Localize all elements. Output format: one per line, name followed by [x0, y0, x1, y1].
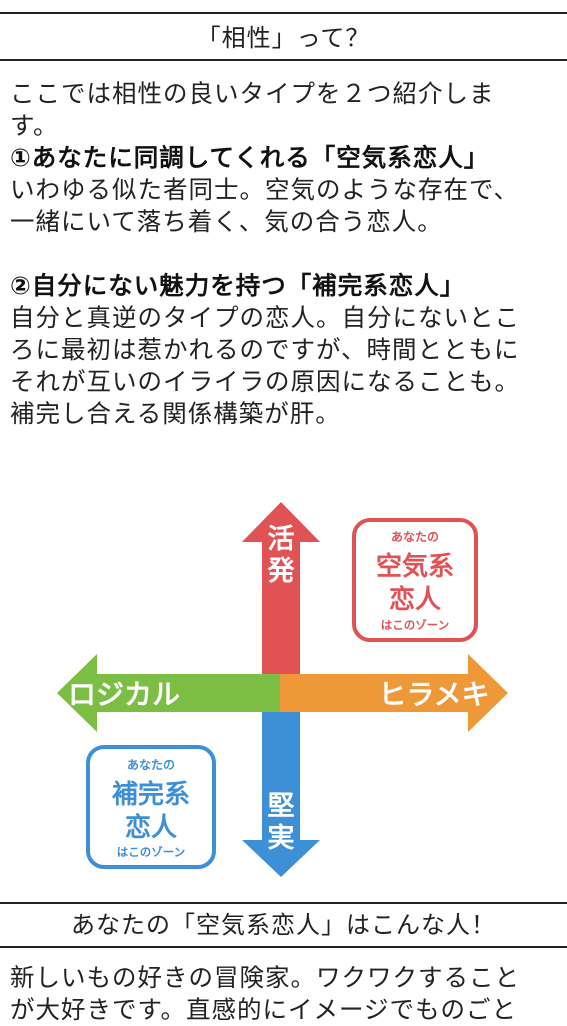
type2-line: 自分と真逆のタイプの恋人。自分にないとこ: [10, 303, 520, 332]
air-zone-tail: はこのゾーン: [381, 618, 449, 632]
intro-line-1: ここでは相性の良いタイプを２つ紹介しま: [10, 79, 495, 108]
air-type-zone: あなたの 空気系 恋人 はこのゾーン: [352, 518, 478, 642]
complement-zone-tail: はこのゾーン: [117, 845, 185, 859]
section2-bottom-rule: [0, 946, 567, 948]
type1-line: いわゆる似た者同士。空気のような存在で、: [10, 175, 520, 204]
top-rule: [0, 12, 567, 14]
section-title: 「相性」って？: [196, 24, 371, 52]
section2-top-rule: [0, 902, 567, 904]
air-zone-big2: 恋人: [389, 584, 441, 615]
left-label: ロジカル: [68, 678, 180, 711]
intro-line-2: す。: [10, 111, 59, 140]
complement-zone-big1: 補完系: [111, 779, 190, 810]
up-label-2: 発: [267, 556, 296, 587]
air-zone-big1: 空気系: [376, 551, 454, 582]
down-label-1: 堅: [268, 791, 295, 822]
up-arrow: [242, 502, 320, 685]
right-label: ヒラメキ: [378, 678, 489, 711]
complement-type-zone-box: [86, 745, 216, 869]
type1-heading: ①あなたに同調してくれる「空気系恋人」: [10, 143, 490, 172]
type2-heading: ②自分にない魅力を持つ「補完系恋人」: [10, 271, 466, 300]
down-arrow: [242, 685, 320, 877]
type2-line: 補完し合える関係構築が肝。: [10, 399, 341, 428]
down-label-2: 実: [268, 822, 295, 854]
type2-line: ろに最初は惹かれるのですが、時間とともに: [10, 335, 520, 364]
type1-line: 一緒にいて落ち着く、気の合う恋人。: [10, 207, 443, 236]
section-title-rule: [0, 59, 567, 61]
compatibility-quadrant-diagram: 活 発 堅 実 ロジカル ヒラメキ あなたの 空気系 恋人 はこのゾーン あなた…: [57, 502, 508, 877]
up-label-1: 活: [268, 524, 295, 555]
outro-line-2: が大好きです。直感的にイメージでものごと: [10, 995, 518, 1024]
outro-line-1: 新しいもの好きの冒険家。ワクワクすること: [10, 963, 520, 992]
air-type-description: 新しいもの好きの冒険家。ワクワクすること が大好きです。直感的にイメージでものご…: [10, 962, 560, 1026]
complement-type-zone: あなたの 補完系 恋人 はこのゾーン: [86, 745, 216, 869]
complement-zone-small: あなたの: [127, 758, 175, 772]
type2-line: それが互いのイライラの原因になることも。: [10, 367, 520, 396]
compatibility-description: ここでは相性の良いタイプを２つ紹介しま す。 ①あなたに同調してくれる「空気系恋…: [10, 78, 560, 430]
air-type-zone-box: [352, 518, 478, 642]
right-arrow: [280, 654, 508, 732]
complement-zone-big2: 恋人: [125, 812, 177, 843]
air-zone-small: あなたの: [391, 530, 439, 544]
left-arrow: [57, 654, 286, 732]
section2-title: あなたの「空気系恋人」はこんな人！: [71, 911, 496, 939]
